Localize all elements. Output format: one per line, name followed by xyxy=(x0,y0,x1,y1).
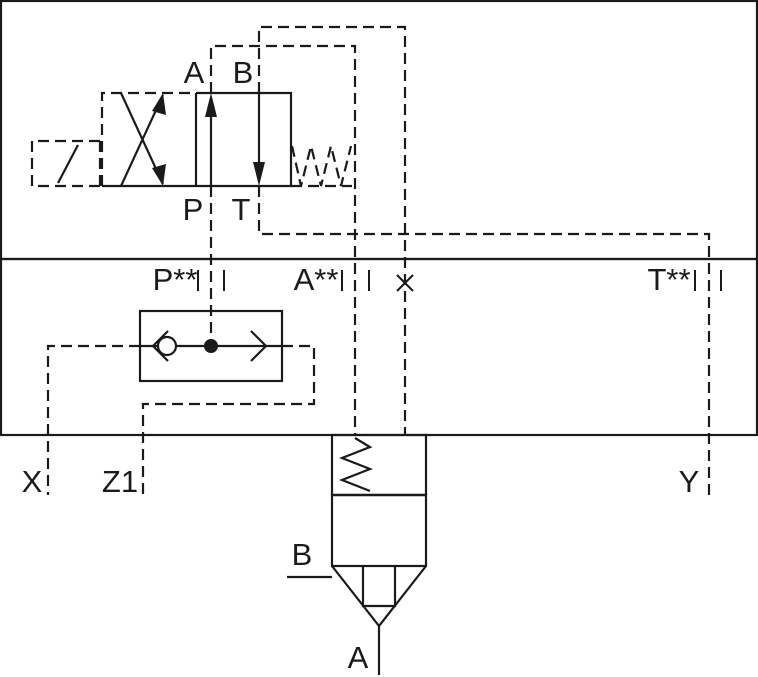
seat-left-icon xyxy=(151,330,169,362)
cartridge-port-b-label: B xyxy=(292,537,313,572)
port-z1-label: Z1 xyxy=(102,464,138,499)
valve-port-a-label: A xyxy=(184,55,205,90)
port-p-star-label: P** xyxy=(153,262,198,297)
port-x-label: X xyxy=(22,464,43,499)
solenoid-icon xyxy=(30,139,102,188)
pilot-valve-block xyxy=(0,0,758,261)
spring-icon xyxy=(290,145,353,188)
port-a-star-label: A** xyxy=(294,262,339,297)
junction-dot xyxy=(204,339,218,353)
valve-port-t-label: T xyxy=(232,192,251,227)
port-marks xyxy=(197,270,722,291)
pilot-lines xyxy=(46,25,711,495)
valve-envelope-parallel xyxy=(196,91,293,188)
port-y-label: Y xyxy=(679,464,700,499)
valve-envelope-crossed xyxy=(100,91,198,188)
poppet-icon xyxy=(331,565,427,628)
port-t-star-label: T** xyxy=(647,262,690,297)
ball-icon xyxy=(156,335,178,357)
valve-port-b-label: B xyxy=(233,55,254,90)
shuttle-valve xyxy=(138,309,284,383)
valve-port-p-label: P xyxy=(183,192,204,227)
logic-cartridge xyxy=(287,433,428,675)
cartridge-spring-icon xyxy=(338,437,374,493)
cartridge-port-a-label: A xyxy=(348,640,369,675)
seat-right-icon xyxy=(250,330,268,362)
orifice-icon xyxy=(396,274,414,292)
directional-valve xyxy=(30,91,353,188)
